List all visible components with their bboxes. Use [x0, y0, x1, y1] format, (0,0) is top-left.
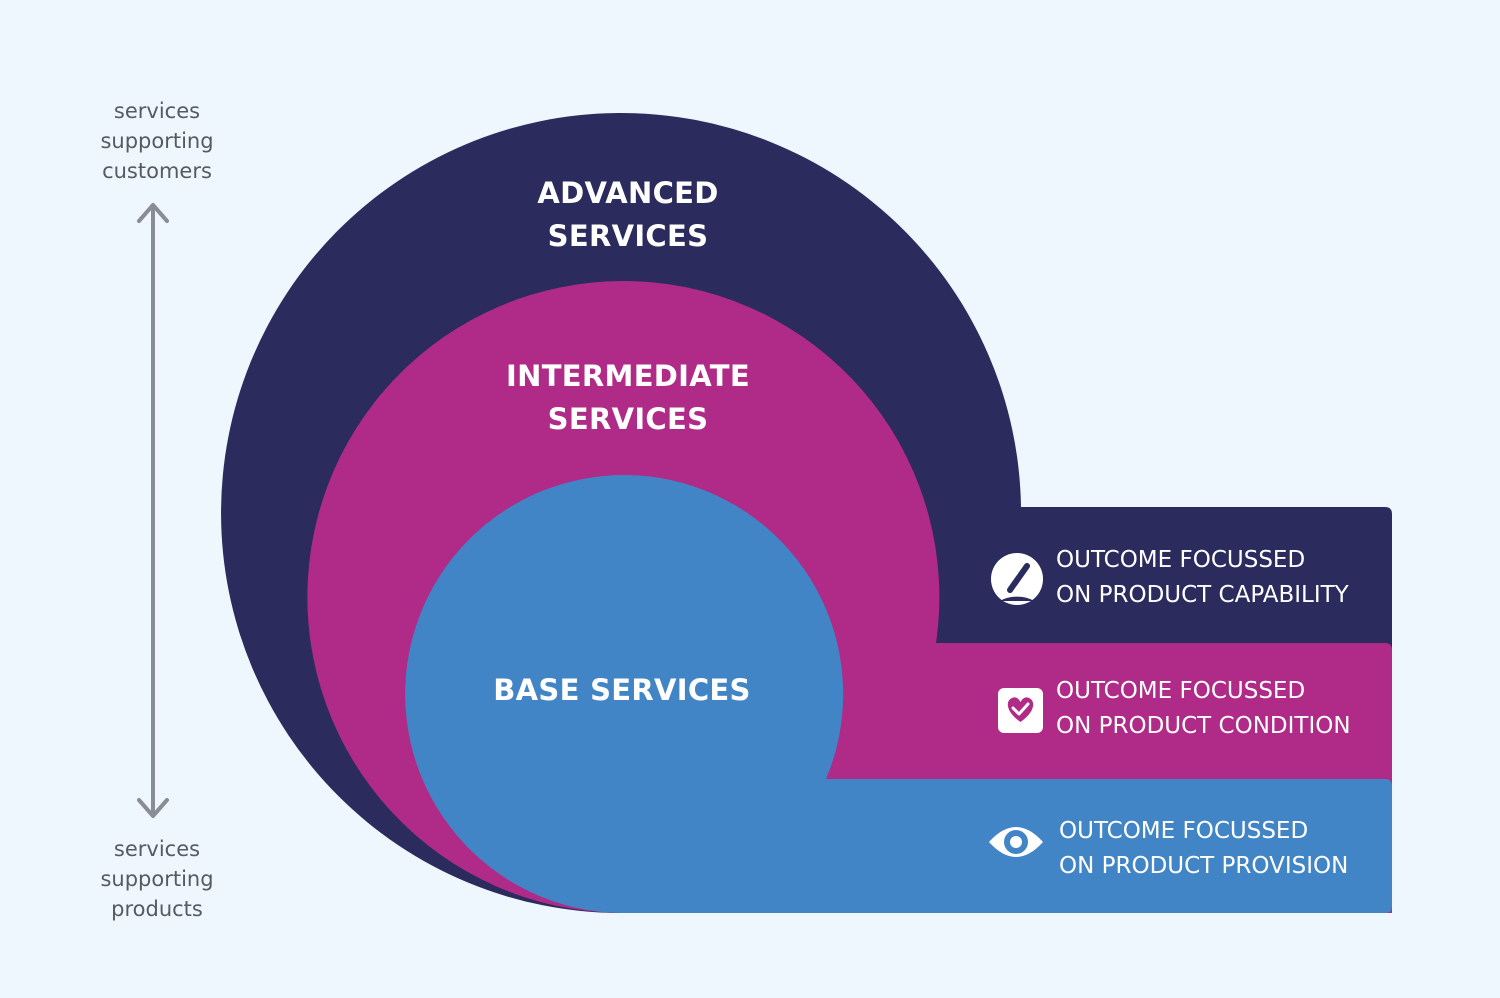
- outcome-capability-line: OUTCOME FOCUSSED: [1056, 547, 1306, 573]
- base-services-region: [405, 475, 1392, 913]
- outcome-provision-line: OUTCOME FOCUSSED: [1059, 818, 1309, 844]
- side-label-top: services supporting customers: [57, 96, 257, 186]
- side-label-top-line: supporting: [100, 129, 214, 153]
- outcome-provision-line: ON PRODUCT PROVISION: [1059, 853, 1349, 879]
- outcome-capability-line: ON PRODUCT CAPABILITY: [1056, 582, 1349, 608]
- side-label-bottom-line: services: [113, 837, 201, 861]
- side-label-top-line: services: [113, 99, 201, 123]
- side-label-bottom-line: supporting: [100, 867, 214, 891]
- side-label-top-line: customers: [102, 159, 212, 183]
- heart-check-icon: [998, 688, 1043, 733]
- outcome-condition-line: OUTCOME FOCUSSED: [1056, 678, 1306, 704]
- outcome-provision-label: OUTCOME FOCUSSED ON PRODUCT PROVISION: [1059, 814, 1348, 884]
- gauge-icon: [991, 553, 1043, 605]
- side-label-bottom-line: products: [111, 897, 203, 921]
- base-services-title-line: BASE SERVICES: [493, 673, 751, 707]
- eye-icon: [989, 827, 1043, 857]
- base-services-title: BASE SERVICES: [472, 669, 772, 712]
- advanced-services-title-line: SERVICES: [547, 219, 709, 253]
- vertical-double-arrow: [137, 203, 169, 818]
- intermediate-services-title-line: INTERMEDIATE: [506, 359, 750, 393]
- advanced-services-title: ADVANCED SERVICES: [478, 172, 778, 258]
- intermediate-services-title: INTERMEDIATE SERVICES: [478, 355, 778, 441]
- intermediate-services-title-line: SERVICES: [547, 402, 709, 436]
- outcome-condition-label: OUTCOME FOCUSSED ON PRODUCT CONDITION: [1056, 674, 1351, 744]
- side-label-bottom: services supporting products: [57, 834, 257, 924]
- outcome-condition-line: ON PRODUCT CONDITION: [1056, 713, 1351, 739]
- advanced-services-title-line: ADVANCED: [537, 176, 719, 210]
- outcome-capability-label: OUTCOME FOCUSSED ON PRODUCT CAPABILITY: [1056, 543, 1349, 613]
